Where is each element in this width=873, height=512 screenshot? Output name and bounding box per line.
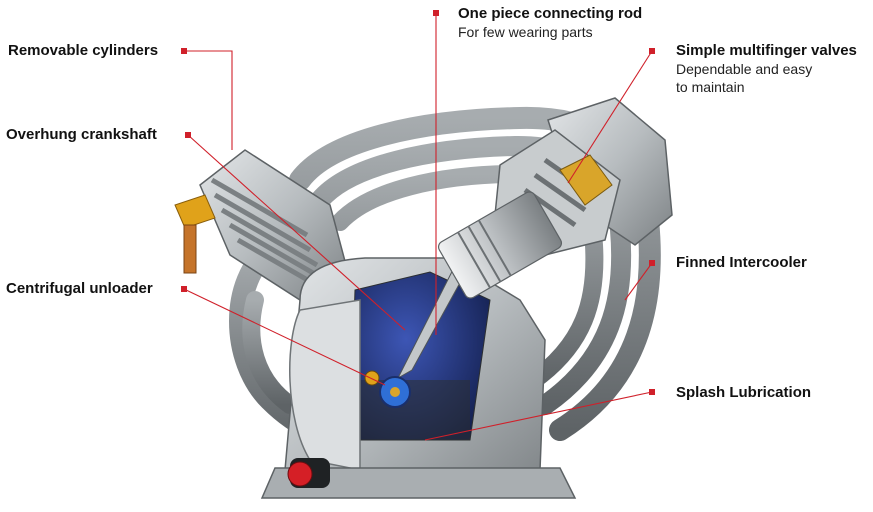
label-valves-subtitle-line2: to maintain xyxy=(676,78,857,96)
label-removable-cylinders-title: Removable cylinders xyxy=(8,42,158,60)
label-intercooler: Finned Intercooler xyxy=(676,254,807,272)
crankcase xyxy=(262,244,575,498)
brass-fitting xyxy=(175,195,215,273)
label-overhung-crankshaft: Overhung crankshaft xyxy=(6,126,157,144)
label-connecting-rod: One piece connecting rod For few wearing… xyxy=(458,5,642,41)
label-centrifugal-unloader-title: Centrifugal unloader xyxy=(6,280,153,298)
label-valves-subtitle-line1: Dependable and easy xyxy=(676,60,857,78)
label-splash-lubrication: Splash Lubrication xyxy=(676,384,811,402)
label-connecting-rod-subtitle: For few wearing parts xyxy=(458,23,642,41)
label-intercooler-title: Finned Intercooler xyxy=(676,254,807,272)
callout-dot-intercooler xyxy=(649,260,655,266)
label-splash-lubrication-title: Splash Lubrication xyxy=(676,384,811,402)
callout-line-removable-cylinders xyxy=(184,51,232,150)
callout-dot-centrifugal-unloader xyxy=(181,286,187,292)
callout-dot-overhung-crankshaft xyxy=(185,132,191,138)
callout-dot-valves xyxy=(649,48,655,54)
label-removable-cylinders: Removable cylinders xyxy=(8,42,158,60)
label-connecting-rod-title: One piece connecting rod xyxy=(458,5,642,23)
callout-dot-removable-cylinders xyxy=(181,48,187,54)
label-valves: Simple multifinger valves Dependable and… xyxy=(676,42,857,96)
callout-dot-splash xyxy=(649,389,655,395)
callout-dot-connecting-rod xyxy=(433,10,439,16)
label-overhung-crankshaft-title: Overhung crankshaft xyxy=(6,126,157,144)
label-centrifugal-unloader: Centrifugal unloader xyxy=(6,280,153,298)
label-valves-title: Simple multifinger valves xyxy=(676,42,857,60)
